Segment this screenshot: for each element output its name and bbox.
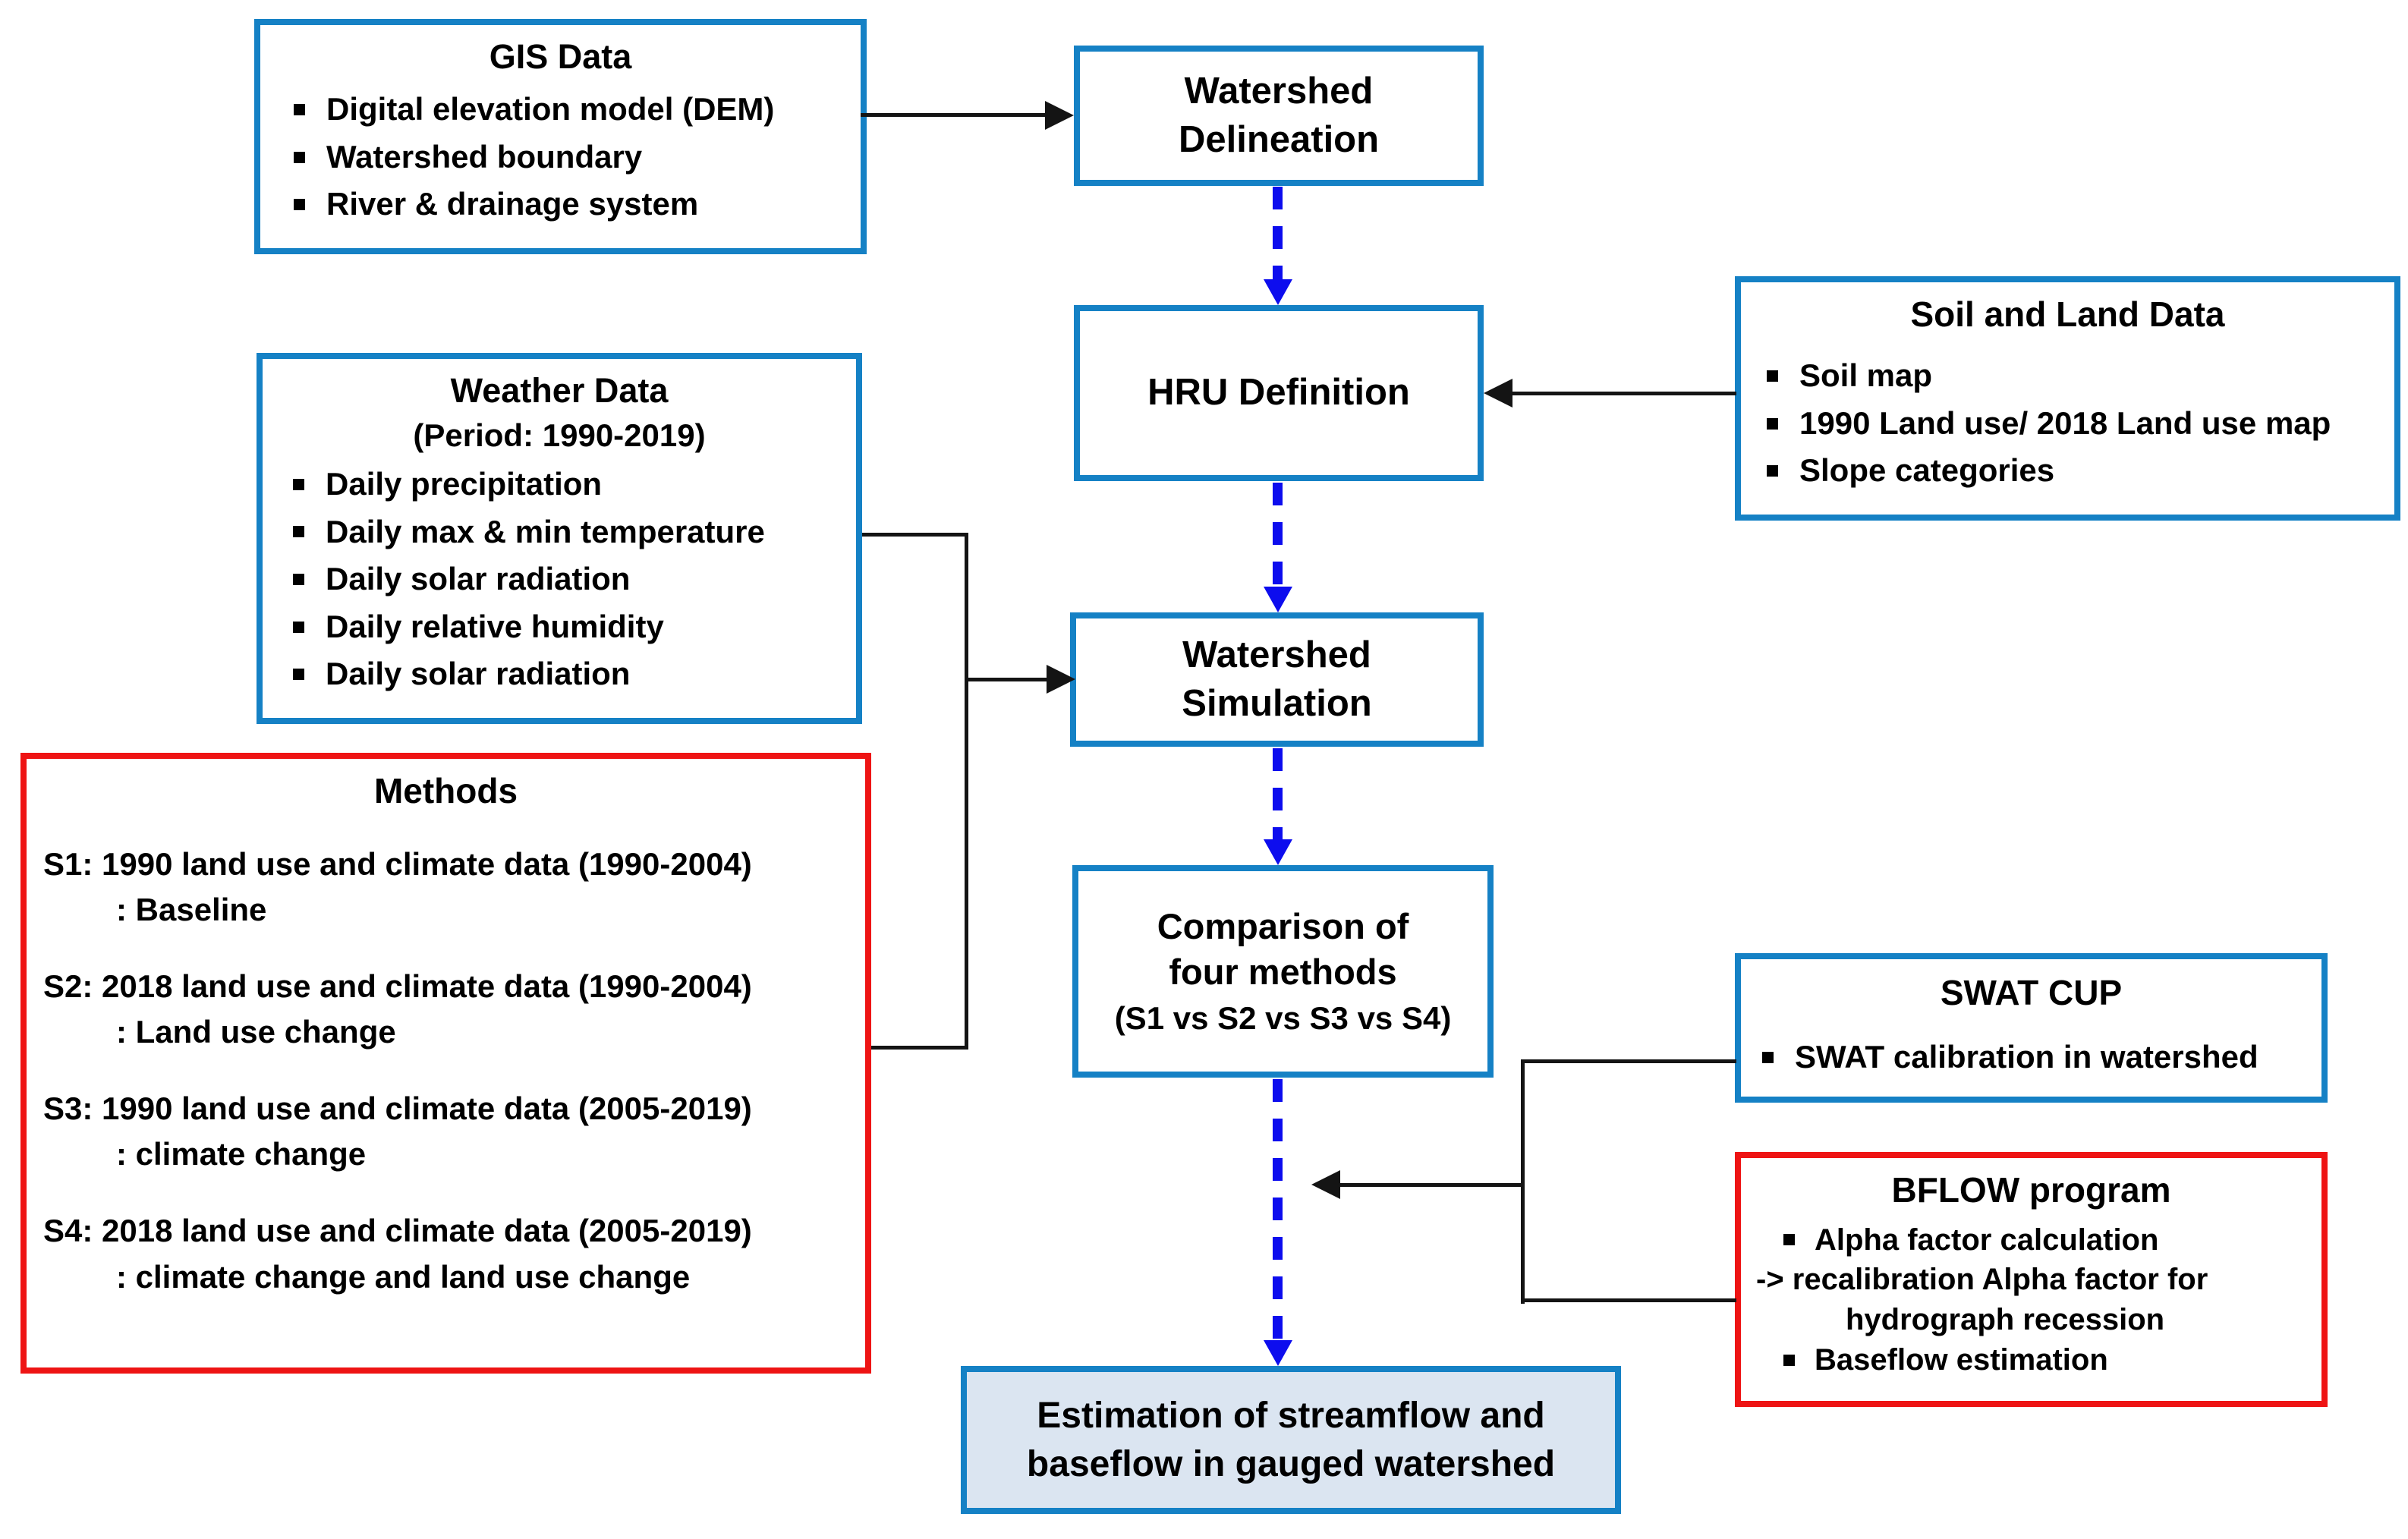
bflow-list: Alpha factor calculation -> recalibratio… <box>1741 1220 2321 1380</box>
watershed-simulation-title-line2: Simulation <box>1182 682 1372 724</box>
watershed-delineation-title-line2: Delineation <box>1178 118 1380 160</box>
soil-land-title: Soil and Land Data <box>1910 294 2225 334</box>
connector-swatcup-branch-line <box>1521 1059 1736 1063</box>
node-weather-data: Weather Data (Period: 1990-2019) Daily p… <box>257 353 862 724</box>
arrow-inputs-to-simulation-line <box>968 678 1047 681</box>
dashed-arrow-delineation-to-hru-line <box>1273 187 1283 281</box>
arrow-inputs-to-simulation-head-icon <box>1047 665 1075 694</box>
list-item: SWAT calibration in watershed <box>1762 1037 2309 1078</box>
dashed-arrow-simulation-to-comparison-head-icon <box>1264 839 1292 865</box>
comparison-subtitle: (S1 vs S2 vs S3 vs S4) <box>1114 999 1452 1036</box>
square-bullet-icon <box>293 669 304 681</box>
list-item: -> recalibration Alpha factor for <box>1756 1263 2208 1297</box>
list-item: Alpha factor calculation <box>1756 1220 2311 1260</box>
bflow-title: BFLOW program <box>1891 1170 2171 1210</box>
square-bullet-icon <box>294 151 305 163</box>
methods-title: Methods <box>373 771 518 810</box>
square-bullet-icon <box>293 526 304 538</box>
method-s4: S4: 2018 land use and climate data (2005… <box>43 1213 752 1295</box>
list-item: Daily precipitation <box>293 464 844 505</box>
square-bullet-icon <box>1783 1234 1795 1246</box>
square-bullet-icon <box>293 574 304 586</box>
list-item: Slope categories <box>1767 450 2382 492</box>
swat-cup-list: SWAT calibration in watershed <box>1741 1031 2321 1084</box>
comparison-title-line1: Comparison of <box>1157 905 1409 946</box>
square-bullet-icon <box>1767 370 1778 382</box>
connector-weather-branch-line <box>862 533 968 537</box>
weather-data-period: (Period: 1990-2019) <box>413 417 706 454</box>
node-watershed-delineation: Watershed Delineation <box>1074 46 1484 186</box>
square-bullet-icon <box>1767 417 1778 430</box>
list-item: Digital elevation model (DEM) <box>294 89 848 131</box>
list-item: hydrograph recession <box>1846 1303 2165 1337</box>
square-bullet-icon <box>293 621 304 633</box>
node-watershed-simulation: Watershed Simulation <box>1070 612 1484 747</box>
node-comparison: Comparison of four methods (S1 vs S2 vs … <box>1072 865 1494 1078</box>
list-item: Soil map <box>1767 355 2382 397</box>
weather-data-list: Daily precipitation Daily max & min temp… <box>263 458 856 701</box>
arrow-gis-to-delineation-line <box>861 113 1045 117</box>
node-hru-definition: HRU Definition <box>1074 305 1484 481</box>
square-bullet-icon <box>1762 1052 1774 1064</box>
list-item: Daily relative humidity <box>293 606 844 648</box>
gis-data-title: GIS Data <box>489 37 632 76</box>
square-bullet-icon <box>1783 1354 1795 1366</box>
square-bullet-icon <box>294 199 305 211</box>
node-gis-data: GIS Data Digital elevation model (DEM) W… <box>254 19 867 254</box>
list-item: 1990 Land use/ 2018 Land use map <box>1767 403 2382 445</box>
node-methods: Methods S1: 1990 land use and climate da… <box>20 753 871 1374</box>
method-s3: S3: 1990 land use and climate data (2005… <box>43 1090 752 1172</box>
method-s1: S1: 1990 land use and climate data (1990… <box>43 845 752 928</box>
connector-methods-branch-line <box>871 1046 968 1050</box>
node-estimation: Estimation of streamflow and baseflow in… <box>961 1366 1621 1514</box>
watershed-delineation-title-line1: Watershed <box>1184 70 1374 112</box>
comparison-title-line2: four methods <box>1169 951 1397 992</box>
dashed-arrow-simulation-to-comparison-line <box>1273 748 1283 839</box>
list-item: Daily solar radiation <box>293 653 844 695</box>
dashed-arrow-comparison-to-estimation-head-icon <box>1264 1340 1292 1366</box>
node-soil-and-land-data: Soil and Land Data Soil map 1990 Land us… <box>1735 276 2400 521</box>
list-item: River & drainage system <box>294 184 848 225</box>
swat-cup-title: SWAT CUP <box>1940 973 2123 1012</box>
list-item: Daily solar radiation <box>293 559 844 600</box>
square-bullet-icon <box>293 478 304 490</box>
soil-land-list: Soil map 1990 Land use/ 2018 Land use ma… <box>1741 349 2394 498</box>
list-item: Daily max & min temperature <box>293 511 844 553</box>
connector-weather-methods-vertical-line <box>965 533 968 1050</box>
node-bflow-program: BFLOW program Alpha factor calculation -… <box>1735 1152 2328 1407</box>
list-item: Watershed boundary <box>294 137 848 178</box>
estimation-title-line2: baseflow in gauged watershed <box>1026 1443 1556 1484</box>
arrow-gis-to-delineation-head-icon <box>1045 101 1074 130</box>
weather-data-title: Weather Data <box>450 371 669 410</box>
node-swat-cup: SWAT CUP SWAT calibration in watershed <box>1735 953 2328 1103</box>
square-bullet-icon <box>1767 465 1778 477</box>
methods-list: S1: 1990 land use and climate data (1990… <box>27 844 865 1298</box>
dashed-arrow-comparison-to-estimation-line <box>1273 1079 1283 1340</box>
arrow-soil-to-hru-head-icon <box>1484 379 1512 408</box>
list-item: Baseflow estimation <box>1756 1340 2311 1380</box>
connector-swatcup-bflow-vertical-line <box>1521 1059 1525 1304</box>
method-s2: S2: 2018 land use and climate data (1990… <box>43 968 752 1050</box>
square-bullet-icon <box>294 104 305 116</box>
dashed-arrow-hru-to-simulation-line <box>1273 483 1283 587</box>
arrow-calibration-to-flow-head-icon <box>1311 1170 1340 1199</box>
dashed-arrow-delineation-to-hru-head-icon <box>1264 279 1292 305</box>
hru-definition-title: HRU Definition <box>1147 372 1410 414</box>
watershed-simulation-title-line1: Watershed <box>1182 634 1371 675</box>
arrow-calibration-to-flow-line <box>1340 1183 1522 1187</box>
estimation-title-line1: Estimation of streamflow and <box>1037 1396 1545 1437</box>
dashed-arrow-hru-to-simulation-head-icon <box>1264 587 1292 612</box>
arrow-soil-to-hru-line <box>1512 392 1736 395</box>
gis-data-list: Digital elevation model (DEM) Watershed … <box>260 83 861 231</box>
connector-bflow-branch-line <box>1521 1298 1736 1302</box>
